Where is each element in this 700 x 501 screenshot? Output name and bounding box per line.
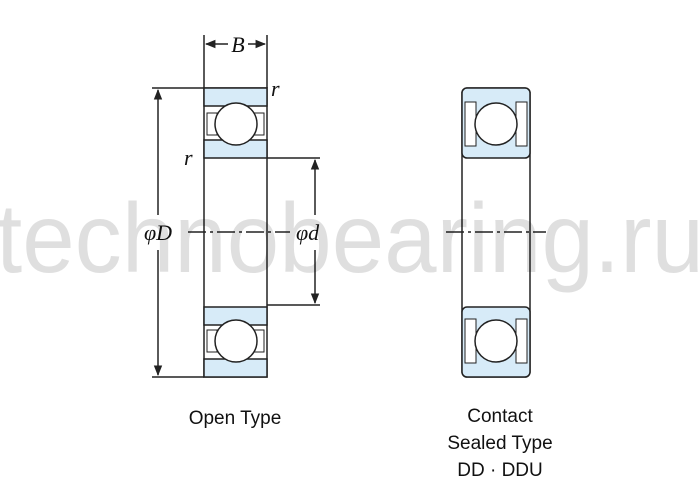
outer-ring-bottom: [203, 306, 268, 326]
sealed-ball-bottom: [474, 319, 518, 363]
ball-bottom: [214, 319, 258, 363]
width-label: B: [231, 32, 244, 57]
ball-top: [214, 102, 258, 146]
radius-label-outer: r: [271, 76, 280, 101]
sealed-caption-line-1: Contact: [467, 406, 533, 427]
bore-diameter-label: φd: [296, 220, 320, 245]
sealed-caption-line-2: Sealed Type: [447, 433, 552, 454]
open-type-caption: Open Type: [189, 408, 282, 429]
open-type-bearing: [152, 35, 320, 378]
radius-label-inner: r: [184, 145, 193, 170]
sealed-caption-line-3: DD · DDU: [457, 460, 543, 481]
watermark: technobearing.ru: [0, 183, 700, 293]
sealed-ball-top: [474, 102, 518, 146]
outer-diameter-label: φD: [144, 220, 172, 245]
sealed-type-bearing: [446, 87, 546, 378]
outer-ring-top: [203, 87, 268, 107]
